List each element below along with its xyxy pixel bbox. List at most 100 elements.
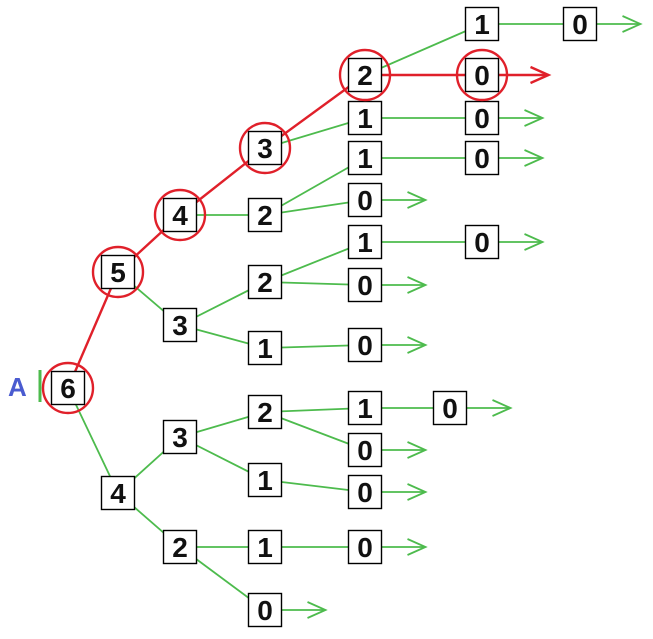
node-box — [247, 394, 283, 430]
node-box — [347, 327, 383, 363]
node-box — [247, 330, 283, 366]
node-box — [162, 307, 198, 343]
node-value: 0 — [357, 185, 373, 216]
terminal-arrow — [381, 538, 428, 556]
tree-node: 0 — [464, 224, 500, 260]
node-value: 0 — [357, 330, 373, 361]
node-box — [247, 592, 283, 628]
terminal-arrow — [381, 441, 428, 459]
tree-node: 0 — [347, 182, 383, 218]
highlight-ring — [238, 121, 292, 175]
node-box — [247, 529, 283, 565]
tree-node: 3 — [247, 130, 283, 166]
terminal-arrow — [381, 276, 428, 294]
tree-node: 1 — [347, 140, 383, 176]
node-box — [464, 57, 500, 93]
node-value: 1 — [257, 465, 273, 496]
highlight-rings-layer — [41, 48, 509, 415]
node-value: 1 — [257, 532, 273, 563]
terminal-arrow — [466, 399, 513, 417]
terminal-arrow — [498, 233, 545, 251]
node-value: 2 — [357, 60, 373, 91]
tree-node: 1 — [347, 224, 383, 260]
tree-node: 1 — [347, 390, 383, 426]
node-value: 2 — [257, 267, 273, 298]
node-box — [347, 100, 383, 136]
edges-layer — [66, 23, 580, 611]
tree-node: 2 — [247, 264, 283, 300]
node-value: 0 — [572, 9, 588, 40]
tree-node: 4 — [100, 475, 136, 511]
node-box — [464, 100, 500, 136]
tree-node: 1 — [247, 529, 283, 565]
tree-node: 0 — [347, 432, 383, 468]
node-value: 1 — [257, 333, 273, 364]
tree-node: 1 — [247, 330, 283, 366]
node-box — [162, 419, 198, 455]
node-box — [347, 140, 383, 176]
node-box — [247, 462, 283, 498]
node-value: 0 — [357, 477, 373, 508]
tree-node: 0 — [562, 6, 598, 42]
node-value: 1 — [474, 9, 490, 40]
node-value: 0 — [257, 595, 273, 626]
tree-node: 5 — [100, 254, 136, 290]
node-box — [464, 6, 500, 42]
highlight-ring — [41, 361, 95, 415]
node-value: 1 — [357, 103, 373, 134]
node-value: 0 — [357, 270, 373, 301]
highlight-ring — [338, 48, 392, 102]
node-box — [247, 264, 283, 300]
terminal-arrows-layer — [281, 15, 643, 619]
tree-node: 0 — [347, 474, 383, 510]
tree-node: 3 — [162, 307, 198, 343]
node-value: 4 — [172, 200, 188, 231]
node-value: 3 — [172, 422, 188, 453]
tree-node: 2 — [347, 57, 383, 93]
tree-node: 6 — [50, 370, 86, 406]
node-value: 4 — [110, 478, 126, 509]
node-box — [464, 224, 500, 260]
node-box — [247, 197, 283, 233]
start-marker: A — [8, 370, 42, 402]
node-value: 1 — [357, 227, 373, 258]
tree-node: 1 — [464, 6, 500, 42]
node-box — [347, 529, 383, 565]
node-box — [162, 197, 198, 233]
node-box — [347, 474, 383, 510]
node-box — [100, 475, 136, 511]
node-value: 0 — [442, 393, 458, 424]
tree-node: 4 — [162, 197, 198, 233]
highlight-ring — [455, 48, 509, 102]
terminal-arrow — [381, 191, 428, 209]
node-box — [50, 370, 86, 406]
node-value: 3 — [257, 133, 273, 164]
tree-node: 0 — [247, 592, 283, 628]
node-value: 5 — [110, 257, 126, 288]
node-value: 0 — [474, 60, 490, 91]
start-label: A — [8, 372, 27, 402]
node-value: 0 — [474, 143, 490, 174]
tree-node: 0 — [432, 390, 468, 426]
node-box — [347, 390, 383, 426]
terminal-arrow — [498, 109, 545, 127]
terminal-arrow — [381, 336, 428, 354]
highlight-ring — [153, 188, 207, 242]
node-box — [347, 57, 383, 93]
node-value: 0 — [357, 435, 373, 466]
tree-node: 0 — [347, 327, 383, 363]
highlight-ring — [91, 245, 145, 299]
node-box — [162, 529, 198, 565]
node-box — [464, 140, 500, 176]
node-box — [347, 182, 383, 218]
node-box — [100, 254, 136, 290]
terminal-arrow — [596, 15, 643, 33]
node-box — [432, 390, 468, 426]
tree-node: 2 — [162, 529, 198, 565]
tree-node: 2 — [247, 197, 283, 233]
node-value: 2 — [257, 397, 273, 428]
node-box — [247, 130, 283, 166]
node-box — [347, 267, 383, 303]
